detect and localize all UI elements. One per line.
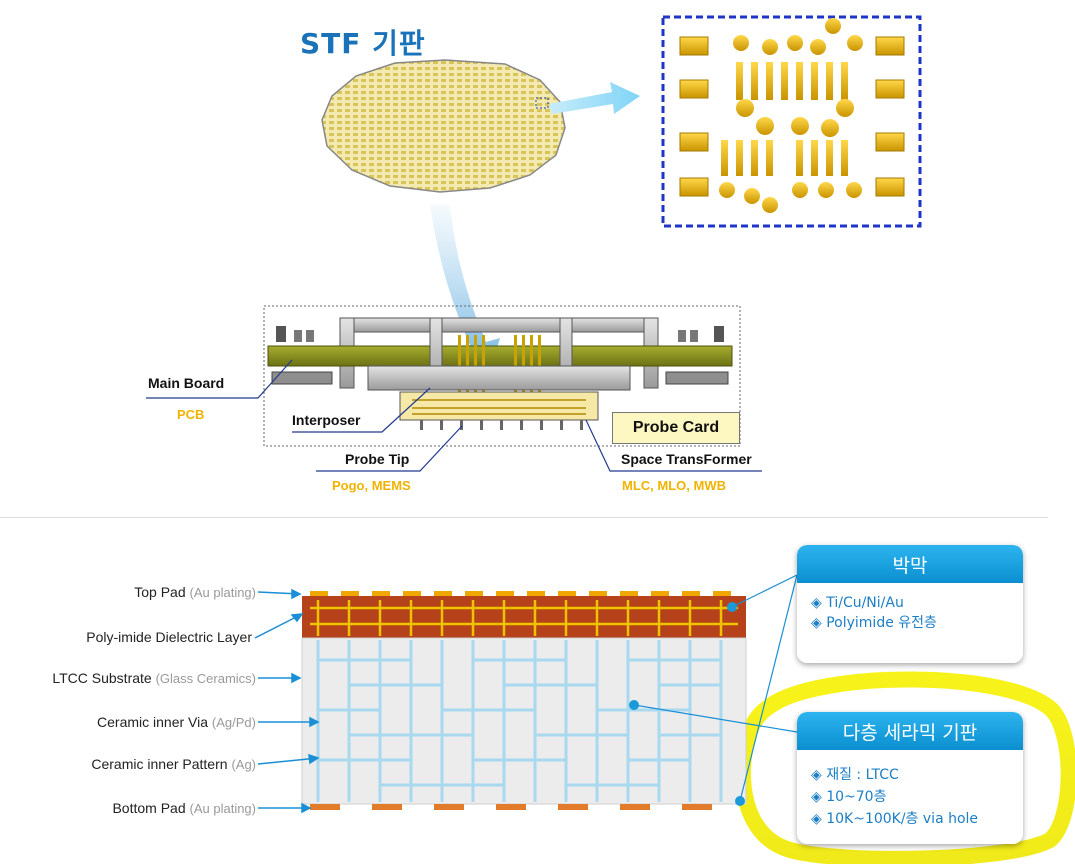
probe-card-frame	[263, 305, 741, 447]
bottom-marker	[735, 796, 745, 806]
ceramic-patterns	[318, 658, 721, 787]
wafer	[321, 59, 566, 193]
ceramic-card-title: 다층 세라믹 기판	[797, 712, 1023, 750]
ceramic-card: 다층 세라믹 기판 ◈ 재질 : LTCC ◈ 10~70층 ◈ 10K~100…	[797, 712, 1023, 844]
layer-arrows	[254, 588, 320, 814]
thin-film-item: ◈ Polyimide 유전층	[811, 615, 937, 631]
layer-label-polyimide: Poly-imide Dielectric Layer	[86, 629, 252, 645]
ceramic-item: ◈ 10K~100K/층 via hole	[811, 811, 979, 827]
main-board-leader	[146, 359, 293, 399]
probe-tip-leader	[316, 425, 463, 472]
ceramic-item: ◈ 재질 : LTCC	[811, 767, 899, 783]
probe-card-assembly	[267, 317, 733, 430]
layer-label-ltcc: LTCC Substrate (Glass Ceramics)	[52, 670, 256, 686]
mlc-label: MLC, MLO, MWB	[622, 478, 726, 493]
polyimide-layer	[302, 596, 746, 638]
layer-label-inner-pattern: Ceramic inner Pattern (Ag)	[91, 756, 256, 772]
ltcc-substrate	[301, 637, 747, 805]
pogo-mems-label: Pogo, MEMS	[332, 478, 411, 493]
stf-cross-section	[254, 574, 1075, 864]
probe-card-label: Probe Card	[612, 412, 740, 444]
ceramic-item: ◈ 10~70층	[811, 789, 887, 805]
main-board-label: Main Board	[148, 375, 225, 391]
top-pads	[310, 591, 731, 596]
ceramic-vias	[316, 640, 723, 802]
interposer-label: Interposer	[292, 412, 361, 428]
space-transformer-label: Space TransFormer	[621, 451, 752, 467]
card-connectors	[633, 574, 798, 802]
stf-top-illustration	[146, 15, 922, 472]
pcb-label: PCB	[177, 407, 205, 422]
probe-tip-label: Probe Tip	[345, 451, 410, 467]
thin-film-marker	[727, 602, 737, 612]
pad-pattern	[679, 18, 905, 213]
space-transformer-leader	[585, 419, 762, 472]
zoom-arrow	[549, 82, 640, 114]
ceramic-marker	[629, 700, 639, 710]
thin-film-card: 박막 ◈ Ti/Cu/Ni/Au ◈ Polyimide 유전층	[797, 545, 1023, 663]
interposer-leader	[292, 387, 431, 433]
section-divider	[0, 517, 1048, 518]
layer-label-top-pad: Top Pad (Au plating)	[134, 584, 256, 600]
layer-label-inner-via: Ceramic inner Via (Ag/Pd)	[97, 714, 256, 730]
down-arrow	[430, 205, 500, 378]
layer-label-bottom-pad: Bottom Pad (Au plating)	[112, 800, 256, 816]
stf-substrate-title: STF 기판	[300, 27, 426, 60]
thin-film-card-title: 박막	[797, 545, 1023, 583]
bottom-pads	[310, 804, 712, 810]
thin-film-item: ◈ Ti/Cu/Ni/Au	[811, 595, 904, 611]
polyimide-wiring	[310, 600, 738, 636]
